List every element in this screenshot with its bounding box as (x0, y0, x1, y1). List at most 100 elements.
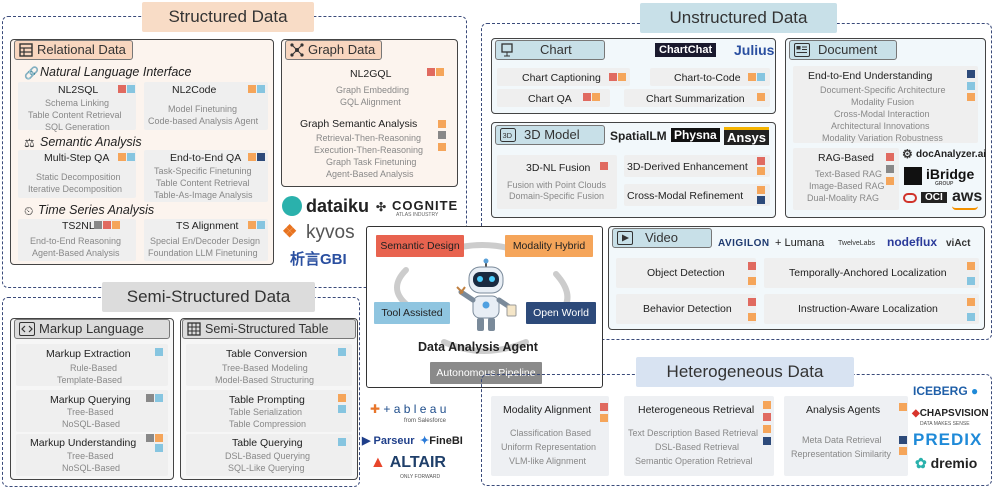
markup-extraction-item: Template-Based (57, 375, 123, 385)
svg-text:3D: 3D (503, 131, 513, 140)
nl2code-item: Model Finetuning (168, 104, 238, 114)
marker (155, 348, 163, 356)
graph-semantic-item: Graph Task Finetuning (326, 157, 417, 167)
dataiku-logo-mark (282, 196, 302, 216)
aws-logo: aws (952, 188, 983, 205)
marker (103, 221, 111, 229)
docanalyzer-logo-mark: ⚙ (902, 147, 913, 161)
viact-logo: viAct (946, 238, 971, 249)
ibridge-logo-sub: GROUP (935, 181, 954, 187)
document-header: Document (789, 40, 897, 60)
ansys-logo: Ansys (724, 127, 770, 145)
markup-extraction-card (16, 344, 168, 386)
nli-heading: Natural Language Interface (40, 65, 192, 79)
lumana-logo: + Lumana (775, 237, 825, 249)
3d-nl-fusion-card (497, 155, 617, 209)
document-icon (794, 43, 810, 57)
semantic-design-label: Semantic Design (376, 235, 464, 257)
ts-alignment-item: Foundation LLM Finetuning (148, 248, 258, 258)
modality-alignment-item: Uniform Representation (501, 442, 597, 452)
multistep-qa-item: Static Decomposition (36, 172, 121, 182)
aws-smile-icon (952, 206, 978, 210)
modality-alignment-item: VLM-like Alignment (509, 456, 587, 466)
marker (155, 444, 163, 452)
marker (967, 70, 975, 78)
oci-logo-ring (903, 193, 917, 203)
semi-table-header: Semi-Structured Table (182, 319, 356, 339)
graph-semantic-label: Graph Semantic Analysis (300, 118, 418, 130)
markup-extraction-label: Markup Extraction (46, 348, 131, 360)
nl2gql-card (289, 64, 451, 112)
table-querying-card (186, 434, 352, 476)
marker (757, 186, 765, 194)
3d-model-header: 3D 3D Model (495, 125, 605, 145)
analysis-agents-item: Meta Data Retrieval (802, 435, 882, 445)
parseur-logo-text: Parseur (373, 435, 415, 447)
table-icon (19, 43, 33, 57)
ibridge-logo: iBridge (926, 166, 975, 182)
marker (967, 262, 975, 270)
semi-structured-title: Semi-Structured Data (102, 282, 315, 312)
markup-understanding-item: NoSQL-Based (62, 463, 121, 473)
instruction-localization-card (764, 294, 979, 324)
doc-e2e-card (793, 66, 978, 143)
chart-qa-card (497, 89, 610, 107)
table-conversion-label: Table Conversion (226, 348, 308, 360)
marker (886, 177, 894, 185)
ts-alignment-card (144, 219, 268, 261)
marker (618, 73, 626, 81)
document-label: Document (818, 42, 878, 57)
marker (338, 405, 346, 413)
multistep-qa-item: Iterative Decomposition (28, 184, 123, 194)
3d-nl-fusion-label: 3D-NL Fusion (526, 162, 591, 174)
kyvos-logo-mark: ❖ (282, 222, 298, 241)
cognite-logo: COGNITE (392, 198, 459, 213)
behavior-detection-card (616, 294, 756, 324)
marker (338, 348, 346, 356)
ts2nl-item: End-to-End Reasoning (30, 236, 122, 246)
markup-querying-label: Markup Querying (50, 394, 131, 406)
table-prompting-label: Table Prompting (229, 394, 305, 406)
nodeflux-logo: nodeflux (887, 235, 937, 249)
marker (899, 403, 907, 411)
nl2sql-label: NL2SQL (58, 84, 99, 96)
twelvelabs-logo: TwelveLabs (838, 240, 875, 247)
marker (248, 221, 256, 229)
marker (257, 85, 265, 93)
marker (967, 277, 975, 285)
predix-logo: PREDIX (913, 430, 983, 449)
doc-rag-card (793, 148, 899, 210)
markup-querying-card (16, 390, 168, 432)
doc-e2e-item: Cross-Modal Interaction (834, 109, 930, 119)
marker (763, 437, 771, 445)
finebi-logo: ✦FineBI (420, 435, 463, 447)
docanalyzer-logo: docAnalyzer.ai (916, 149, 987, 160)
marker (899, 447, 907, 455)
marker (257, 221, 265, 229)
julius-logo: Julius (734, 42, 775, 58)
markup-language-header: Markup Language (14, 319, 170, 339)
dremio-logo-text: dremio (930, 455, 978, 471)
table-querying-item: SQL-Like Querying (228, 463, 305, 473)
nl2sql-item: Schema Linking (45, 98, 110, 108)
hetero-retrieval-item: Text Description Based Retrieval (628, 428, 759, 438)
relational-data-header: Relational Data (14, 40, 133, 60)
chart-summarization-card (624, 89, 770, 107)
video-icon (617, 231, 633, 245)
marker (967, 93, 975, 101)
graph-data-label: Graph Data (308, 42, 376, 57)
marker (967, 298, 975, 306)
3d-derived-card (624, 155, 770, 177)
iceberg-logo: ICEBERG ● (913, 384, 979, 398)
lumana-logo-text: Lumana (784, 237, 825, 249)
modality-hybrid-label: Modality Hybrid (505, 235, 593, 257)
marker (155, 434, 163, 442)
markup-extraction-item: Rule-Based (70, 363, 118, 373)
temporal-localization-card (764, 258, 979, 288)
semi-table-label: Semi-Structured Table (205, 322, 329, 336)
ts-alignment-label: TS Alignment (176, 220, 239, 232)
avigilon-logo: AVIGILON (718, 238, 770, 249)
marker (118, 153, 126, 161)
table-conversion-item: Model-Based Structuring (215, 375, 315, 385)
chart-to-code-label: Chart-to-Code (674, 72, 741, 84)
